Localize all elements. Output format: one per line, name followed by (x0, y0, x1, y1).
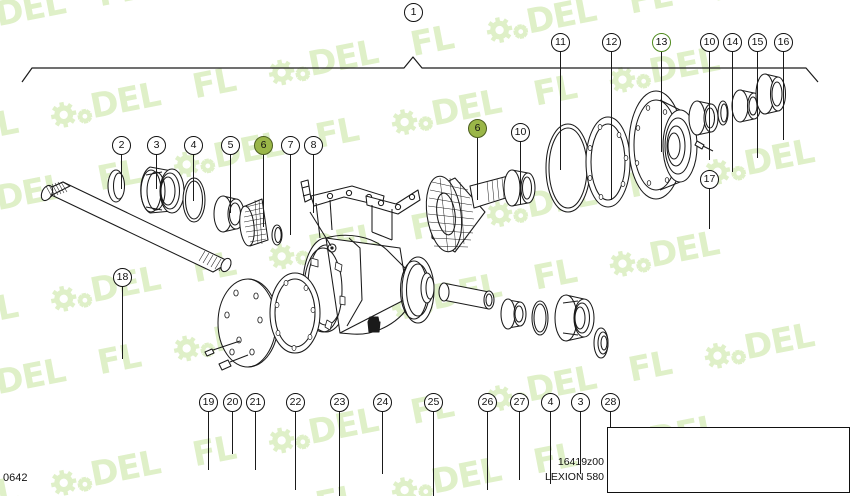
leader-line-5 (230, 155, 231, 213)
callout-23[interactable]: 23 (330, 393, 349, 412)
callout-10b[interactable]: 10 (700, 33, 719, 52)
leader-line-23 (339, 412, 340, 496)
leader-line-17 (709, 189, 710, 229)
callout-22[interactable]: 22 (286, 393, 305, 412)
leader-line-18 (122, 287, 123, 359)
leader-line-6a (263, 155, 264, 227)
page-code: 0642 (3, 472, 28, 484)
callout-2[interactable]: 2 (112, 136, 131, 155)
bolt-20 (218, 354, 249, 371)
leader-line-3a (156, 155, 157, 189)
bearing-10b (688, 100, 719, 136)
leader-line-3b (580, 412, 581, 474)
callout-21[interactable]: 21 (246, 393, 265, 412)
callout-16[interactable]: 16 (774, 33, 793, 52)
leader-line-6b (477, 138, 478, 200)
leader-line-10a (520, 142, 521, 204)
callout-18[interactable]: 18 (113, 268, 132, 287)
leader-line-4a (193, 155, 194, 201)
leader-line-26 (487, 412, 488, 490)
leader-line-27 (519, 412, 520, 480)
callout-25[interactable]: 25 (424, 393, 443, 412)
callout-10a[interactable]: 10 (511, 123, 530, 142)
leader-line-12 (611, 52, 612, 200)
callout-26[interactable]: 26 (478, 393, 497, 412)
leader-line-16 (783, 52, 784, 140)
hub-flange-13 (628, 90, 698, 200)
axle-shaft (40, 181, 232, 273)
gasket-22 (269, 272, 321, 354)
bearing-3b (554, 294, 595, 342)
o-ring-4b (531, 300, 549, 336)
callout-3a[interactable]: 3 (147, 136, 166, 155)
leader-line-21 (255, 412, 256, 470)
flange-gasket-12 (585, 116, 631, 208)
callout-8[interactable]: 8 (304, 136, 323, 155)
callout-11[interactable]: 11 (551, 33, 570, 52)
callout-24[interactable]: 24 (373, 393, 392, 412)
large-o-ring-11 (545, 123, 591, 213)
callout-1[interactable]: 1 (404, 3, 423, 22)
callout-15[interactable]: 15 (748, 33, 767, 52)
callout-6b[interactable]: 6 (468, 119, 487, 138)
callout-5[interactable]: 5 (221, 136, 240, 155)
leader-line-11 (560, 52, 561, 170)
callout-20[interactable]: 20 (223, 393, 242, 412)
bearing-10a (503, 169, 536, 207)
bearing-3 (140, 166, 185, 214)
washer-14 (717, 100, 729, 126)
callout-28[interactable]: 28 (601, 393, 620, 412)
leader-line-8 (313, 155, 314, 213)
bearing-5 (213, 195, 245, 233)
leader-line-4b (550, 412, 551, 484)
shim-ring-7 (271, 224, 283, 246)
o-ring-4 (182, 177, 206, 223)
callout-4b[interactable]: 4 (541, 393, 560, 412)
leader-line-7 (290, 155, 291, 235)
leader-line-20 (232, 412, 233, 454)
cover-plate-21 (217, 278, 279, 368)
callout-27[interactable]: 27 (510, 393, 529, 412)
snap-ring-2 (107, 169, 126, 203)
seal-28 (593, 327, 609, 359)
differential-housing-23 (302, 185, 435, 335)
callout-13[interactable]: 13 (652, 33, 671, 52)
leader-line-19 (208, 412, 209, 470)
callout-12[interactable]: 12 (602, 33, 621, 52)
stud-17 (694, 140, 714, 152)
leader-line-15 (757, 52, 758, 158)
leader-line-24 (382, 412, 383, 474)
callout-7[interactable]: 7 (281, 136, 300, 155)
leader-line-25 (433, 412, 434, 496)
callout-3b[interactable]: 3 (571, 393, 590, 412)
spacer-tube-26 (438, 282, 495, 310)
callout-6a[interactable]: 6 (254, 136, 273, 155)
seal-ring-16 (755, 73, 787, 115)
bearing-27 (500, 298, 527, 330)
leader-line-10b (709, 52, 710, 160)
leader-line-22 (295, 412, 296, 490)
callout-4a[interactable]: 4 (184, 136, 203, 155)
callout-14[interactable]: 14 (723, 33, 742, 52)
bevel-pinion-gear-6a (239, 198, 269, 247)
drain-plug-24 (367, 316, 381, 333)
leader-line-13 (661, 52, 662, 152)
leader-line-14 (732, 52, 733, 172)
bevel-crown-gear-6b (425, 175, 515, 253)
legend-caption: 16419z00 LEXION 580 (520, 455, 604, 485)
machine-model: LEXION 580 (545, 471, 604, 483)
callout-17[interactable]: 17 (700, 170, 719, 189)
dowel-pin-8 (300, 179, 312, 203)
assembly-bracket (21, 56, 819, 83)
legend-box (607, 427, 850, 493)
drawing-number: 16419z00 (557, 456, 604, 468)
callout-19[interactable]: 19 (199, 393, 218, 412)
leader-line-2 (121, 155, 122, 189)
